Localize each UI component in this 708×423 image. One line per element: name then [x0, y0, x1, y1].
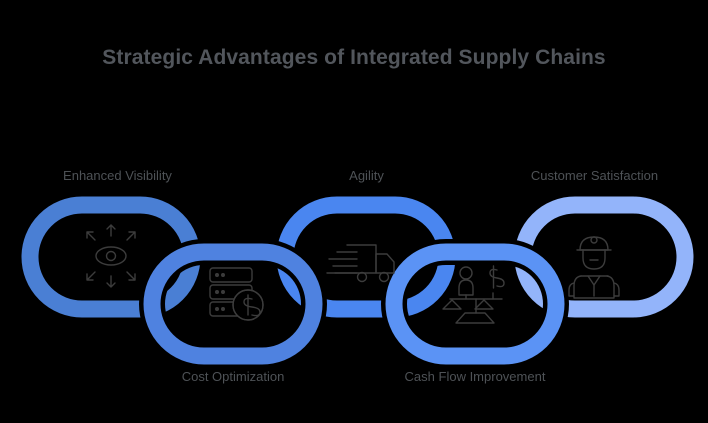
- label-cash-flow-improvement: Cash Flow Improvement: [404, 369, 546, 384]
- label-cost-optimization: Cost Optimization: [181, 369, 285, 384]
- chain-link-2[interactable]: [139, 239, 327, 369]
- label-agility: Agility: [349, 168, 384, 183]
- chain-link-2-stroke: [143, 243, 323, 365]
- chain-link-4[interactable]: [381, 239, 569, 369]
- label-customer-satisfaction: Customer Satisfaction: [530, 168, 659, 183]
- label-enhanced-visibility: Enhanced Visibility: [63, 168, 172, 183]
- page-title: Strategic Advantages of Integrated Suppl…: [102, 46, 606, 69]
- chain-link-4-stroke: [385, 243, 565, 365]
